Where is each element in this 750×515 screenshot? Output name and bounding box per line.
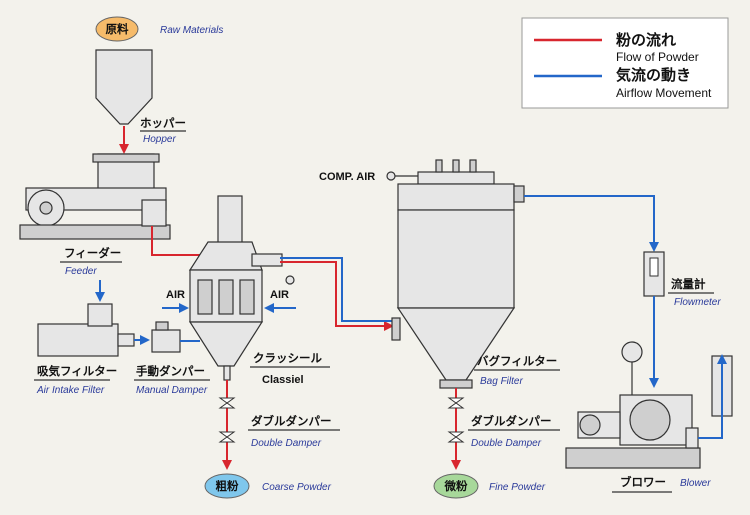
raw-materials-pill xyxy=(95,16,139,42)
feeder-outlet xyxy=(141,199,167,227)
feeder-hub xyxy=(39,201,53,215)
classiel-window-2 xyxy=(218,279,234,315)
double-damper-2-top xyxy=(447,397,465,409)
blower-unit xyxy=(565,341,733,469)
feeder-platform xyxy=(19,224,171,240)
classiel-cone xyxy=(188,321,264,367)
raw-materials-jp: 原料 xyxy=(106,22,129,36)
feeder-machine xyxy=(19,153,171,240)
classiel-unit xyxy=(188,195,295,381)
bag-filter-header xyxy=(417,171,495,185)
manual-damper-jp: 手動ダンパー xyxy=(136,364,205,378)
air-line-to-bag xyxy=(280,257,392,322)
fine-pill xyxy=(433,473,479,499)
bag-filter-cone xyxy=(396,307,516,381)
air-intake-jp: 吸気フィルター xyxy=(37,364,117,378)
double-damper-2-en: Double Damper xyxy=(471,438,542,449)
blower-motor-hub xyxy=(579,414,601,436)
air-right-label: AIR xyxy=(270,289,289,301)
blower-jp: ブロワー xyxy=(620,475,666,489)
classiel-exhaust xyxy=(251,253,283,267)
classiel-window-1 xyxy=(197,279,213,315)
legend-powder-en: Flow of Powder xyxy=(616,50,699,64)
bag-filter-en: Bag Filter xyxy=(480,376,523,387)
air-exhaust-line xyxy=(698,354,727,439)
flowmeter-en: Flowmeter xyxy=(674,297,721,308)
comp-air-label: COMP. AIR xyxy=(319,171,375,183)
double-damper-1-en: Double Damper xyxy=(251,438,322,449)
bag-filter-outlet xyxy=(439,379,473,389)
double-damper-2-jp: ダブルダンパー xyxy=(471,414,552,428)
bag-valve-2 xyxy=(452,159,460,173)
air-left-label: AIR xyxy=(166,289,185,301)
legend-box xyxy=(521,17,729,109)
hopper-jp: ホッパー xyxy=(140,116,186,130)
classiel-window-3 xyxy=(239,279,255,315)
comp-air-port xyxy=(386,171,396,181)
classiel-shoulder xyxy=(188,241,263,271)
manual-damper xyxy=(151,329,181,353)
air-intake-cap xyxy=(87,303,113,327)
blower-base xyxy=(565,447,701,469)
flowmeter-glass xyxy=(649,257,659,277)
legend-air-jp: 気流の動き xyxy=(616,66,691,84)
bag-valve-1 xyxy=(435,159,443,173)
flowmeter-jp: 流量計 xyxy=(671,277,706,291)
legend: 粉の流れ Flow of Powder 気流の動き Airflow Moveme… xyxy=(521,17,729,109)
bag-valve-3 xyxy=(469,159,477,173)
blower-en: Blower xyxy=(680,478,711,489)
manual-damper-handle xyxy=(155,321,169,331)
blower-gauge xyxy=(621,341,643,363)
classiel-column xyxy=(217,195,243,245)
fine-jp: 微粉 xyxy=(444,479,468,493)
bag-filter-inlet xyxy=(391,317,401,341)
air-intake-outlet xyxy=(117,333,135,347)
bag-filter-body xyxy=(397,209,515,309)
bag-filter-unit xyxy=(391,159,525,389)
legend-powder-jp: 粉の流れ xyxy=(616,31,676,49)
manual-damper-en: Manual Damper xyxy=(136,385,208,396)
coarse-pill xyxy=(204,473,250,499)
legend-air-en: Airflow Movement xyxy=(616,86,712,100)
powder-line-to-bag xyxy=(280,261,394,331)
hopper-en: Hopper xyxy=(143,134,176,145)
double-damper-1-jp: ダブルダンパー xyxy=(251,414,332,428)
blower-outlet xyxy=(685,427,699,449)
air-intake-filter xyxy=(37,323,119,357)
classiel-en: Classiel xyxy=(262,374,304,386)
bag-filter-exhaust xyxy=(513,185,525,203)
classiel-gauge xyxy=(285,275,295,285)
blower-fan xyxy=(629,399,671,441)
air-line-to-flowmeter xyxy=(524,195,659,252)
bag-filter-top xyxy=(397,183,515,211)
double-damper-2-bottom xyxy=(447,431,465,443)
bag-filter-jp: バグフィルター xyxy=(477,354,557,368)
feeder-en: Feeder xyxy=(65,266,97,277)
air-intake-en: Air Intake Filter xyxy=(36,385,105,396)
classiel-outlet xyxy=(223,365,231,381)
raw-materials-en: Raw Materials xyxy=(160,25,223,36)
classiel-jp: クラッシール xyxy=(253,351,322,365)
feeder-lid xyxy=(92,153,160,163)
hopper xyxy=(95,49,153,125)
double-damper-1-top xyxy=(218,397,236,409)
double-damper-1-bottom xyxy=(218,431,236,443)
feeder-jp: フィーダー xyxy=(64,246,121,260)
fine-en: Fine Powder xyxy=(489,482,546,493)
coarse-en: Coarse Powder xyxy=(262,482,332,493)
coarse-jp: 粗粉 xyxy=(216,479,239,493)
